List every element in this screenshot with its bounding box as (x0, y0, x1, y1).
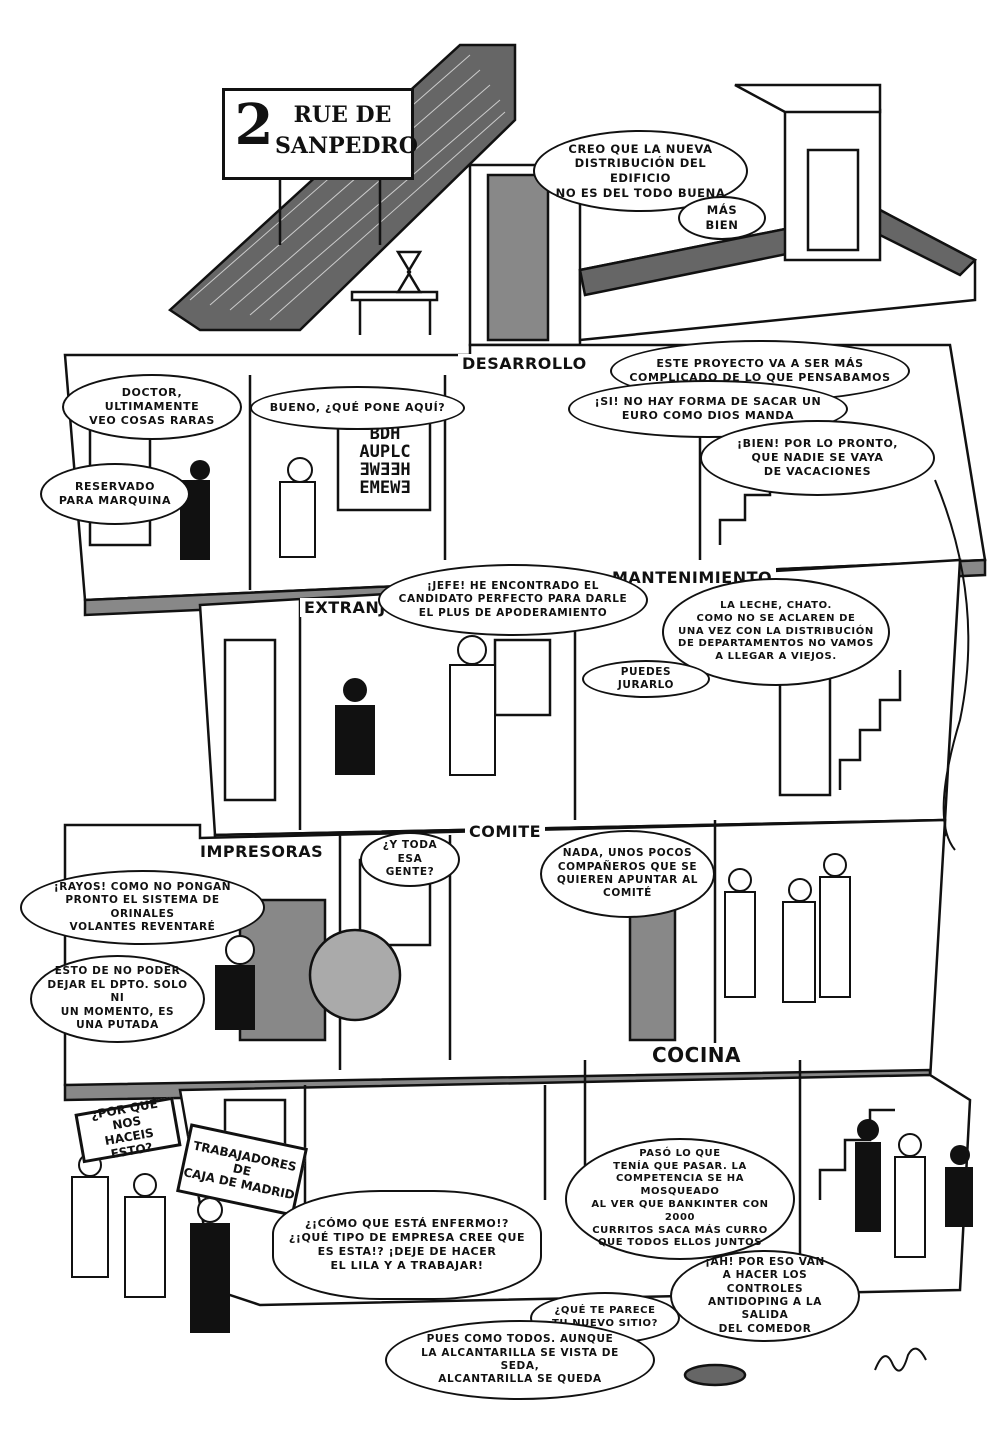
bubble-dpto: ESTO DE NO PODER DEJAR EL DPTO. SOLO NI … (30, 955, 205, 1043)
bubble-bankinter: PASÓ LO QUE TENÍA QUE PASAR. LA COMPETEN… (565, 1138, 795, 1260)
artist-signature (874, 1347, 927, 1372)
eye-chart-board (336, 418, 432, 512)
room-label-desarrollo: DESARROLLO (458, 354, 591, 373)
bubble-jurarlo: PUEDES JURARLO (582, 660, 710, 698)
tiled-roof (167, 43, 517, 332)
bubble-comite-reply: NADA, UNOS POCOS COMPAÑEROS QUE SE QUIER… (540, 830, 715, 918)
bubble-desarrollo-3: ¡BIEN! POR LO PRONTO, QUE NADIE SE VAYA … (700, 420, 935, 496)
bubble-roof-2: MÁS BIEN (678, 196, 766, 240)
address-street: RUE DE SANPEDRO (275, 102, 418, 159)
bubble-desarrollo-2: ¡SI! NO HAY FORMA DE SACAR UN EURO COMO … (568, 380, 848, 438)
bubble-doctor-2: BUENO, ¿QUÉ PONE AQUÍ? (250, 386, 465, 430)
address-sign (222, 88, 414, 180)
room-label-comite: COMITE (465, 822, 546, 841)
bubble-reservado: RESERVADO PARA MARQUINA (40, 463, 190, 525)
bubble-doctor-1: DOCTOR, ULTIMAMENTE VEO COSAS RARAS (62, 374, 242, 440)
bubble-alcantarilla: PUES COMO TODOS. AUNQUE LA ALCANTARILLA … (385, 1320, 655, 1400)
comite-door (628, 903, 677, 1042)
manhole (683, 1363, 747, 1387)
bubble-rayos: ¡RAYOS! COMO NO PONGAN PRONTO EL SISTEMA… (20, 870, 265, 945)
attic-door (486, 173, 550, 342)
address-number: 2 (234, 92, 274, 158)
bubble-antidoping: ¡AH! POR ESO VAN A HACER LOS CONTROLES A… (670, 1250, 860, 1342)
room-label-extranjero: EXTRANJE (300, 598, 402, 617)
room-label-cocina: COCINA (648, 1043, 746, 1067)
room-label-impresoras: IMPRESORAS (196, 842, 328, 861)
eye-chart-letters: BDH AUPLC ƎWƎƎH EMEWƎ (359, 424, 411, 498)
bubble-gente: ¿Y TODA ESA GENTE? (360, 832, 460, 887)
bubble-jefe: ¡JEFE! HE ENCONTRADO EL CANDIDATO PERFEC… (378, 564, 648, 636)
bubble-enfermo: ¿¡CÓMO QUE ESTÁ ENFERMO!? ¿¡QUÉ TIPO DE … (272, 1190, 542, 1300)
